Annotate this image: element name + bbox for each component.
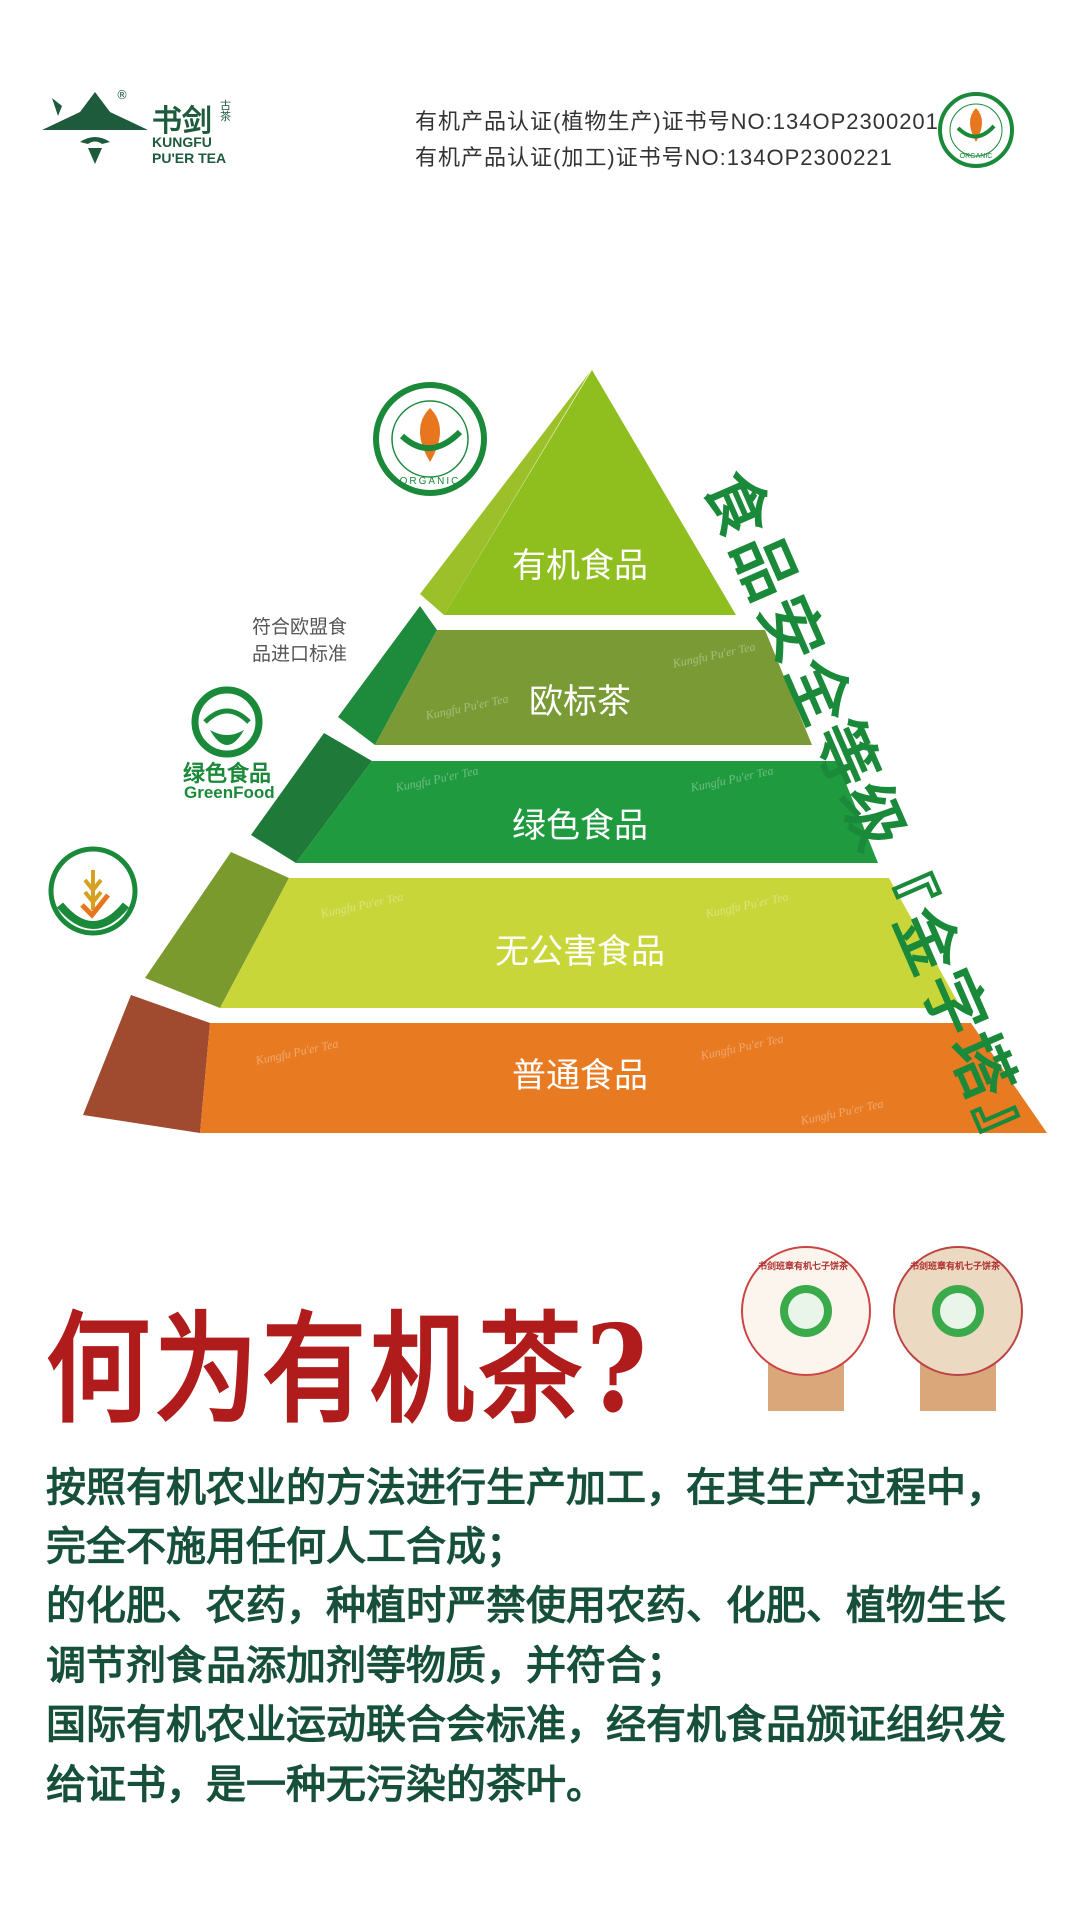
tier-label-green-food: 绿色食品 xyxy=(512,806,648,846)
tier-label-eu-tea: 欧标茶 xyxy=(529,682,631,722)
body-line-2: 完全不施用任何人工合成； xyxy=(46,1523,526,1570)
pollution-free-logo-icon xyxy=(48,846,138,936)
brand-subname: 古茶 xyxy=(220,99,231,123)
cert-line-processing: 有机产品认证(加工)证书号NO:134OP2300221 xyxy=(415,145,893,170)
tea-cake-product-2: 书剑班章有机七子饼茶 xyxy=(890,1245,1026,1413)
green-food-logo-icon xyxy=(191,686,263,758)
organic-badge-text: ORGANIC xyxy=(960,153,993,160)
tier-4-face xyxy=(220,878,961,1008)
tier-3-face xyxy=(296,761,878,863)
tier-5-side xyxy=(83,995,210,1133)
tier-2-side xyxy=(338,606,437,745)
organic-badge-icon: ORGANIC xyxy=(938,92,1014,168)
tea-cake-label: 书剑班章有机七子饼茶 xyxy=(758,1262,849,1272)
registered-mark: ® xyxy=(116,88,128,102)
mountain-logo-icon xyxy=(42,92,148,164)
eu-standard-note: 符合欧盟食 品进口标准 xyxy=(252,614,347,668)
tier-2-face xyxy=(375,630,812,745)
brand-name-cn: 书剑 xyxy=(152,104,212,139)
eu-note-line-2: 品进口标准 xyxy=(252,643,348,665)
organic-cert-badge: ORGANIC xyxy=(938,92,1014,168)
tea-cake-product-1: 书剑班章有机七子饼茶 xyxy=(740,1245,872,1413)
tier-5-face xyxy=(200,1023,1047,1133)
cert-line-plant: 有机产品认证(植物生产)证书号NO:134OP2300201 xyxy=(415,109,939,134)
brand-name-en-1: KUNGFU xyxy=(152,134,212,150)
green-food-logo-en: GreenFood xyxy=(184,783,275,802)
body-line-4: 调节剂食品添加剂等物质，并符合； xyxy=(46,1642,686,1689)
tier-1-side xyxy=(420,372,590,615)
body-line-5: 国际有机农业运动联合会标准，经有机食品颁证组织发 xyxy=(46,1701,1006,1748)
headline: 何为有机茶? xyxy=(46,1298,651,1440)
tier-label-pollution-free: 无公害食品 xyxy=(495,932,665,972)
brand-name-en-2: PU'ER TEA xyxy=(152,150,227,166)
brand-logo: ® 书剑 古茶 KUNGFU PU'ER TEA xyxy=(40,88,240,167)
tea-cake-label: 书剑班章有机七子饼茶 xyxy=(910,1262,1001,1272)
china-organic-logo-icon: ORGANIC xyxy=(373,382,487,496)
organic-logo-text: ORGANIC xyxy=(400,476,461,487)
tier-1-face xyxy=(444,370,736,615)
tier-label-ordinary: 普通食品 xyxy=(512,1056,648,1096)
body-line-1: 按照有机农业的方法进行生产加工，在其生产过程中， xyxy=(46,1464,1006,1511)
food-safety-pyramid: ORGANIC xyxy=(48,370,1047,1133)
eu-note-line-1: 符合欧盟食 xyxy=(252,616,348,638)
green-food-logo-cn: 绿色食品 xyxy=(183,762,272,787)
tier-label-organic: 有机食品 xyxy=(512,546,648,586)
body-line-6: 给证书，是一种无污染的茶叶。 xyxy=(46,1761,606,1808)
body-line-3: 的化肥、农药，种植时严禁使用农药、化肥、植物生长 xyxy=(46,1582,1006,1629)
tier-4-side xyxy=(145,852,289,1008)
tier-3-side xyxy=(251,733,372,863)
